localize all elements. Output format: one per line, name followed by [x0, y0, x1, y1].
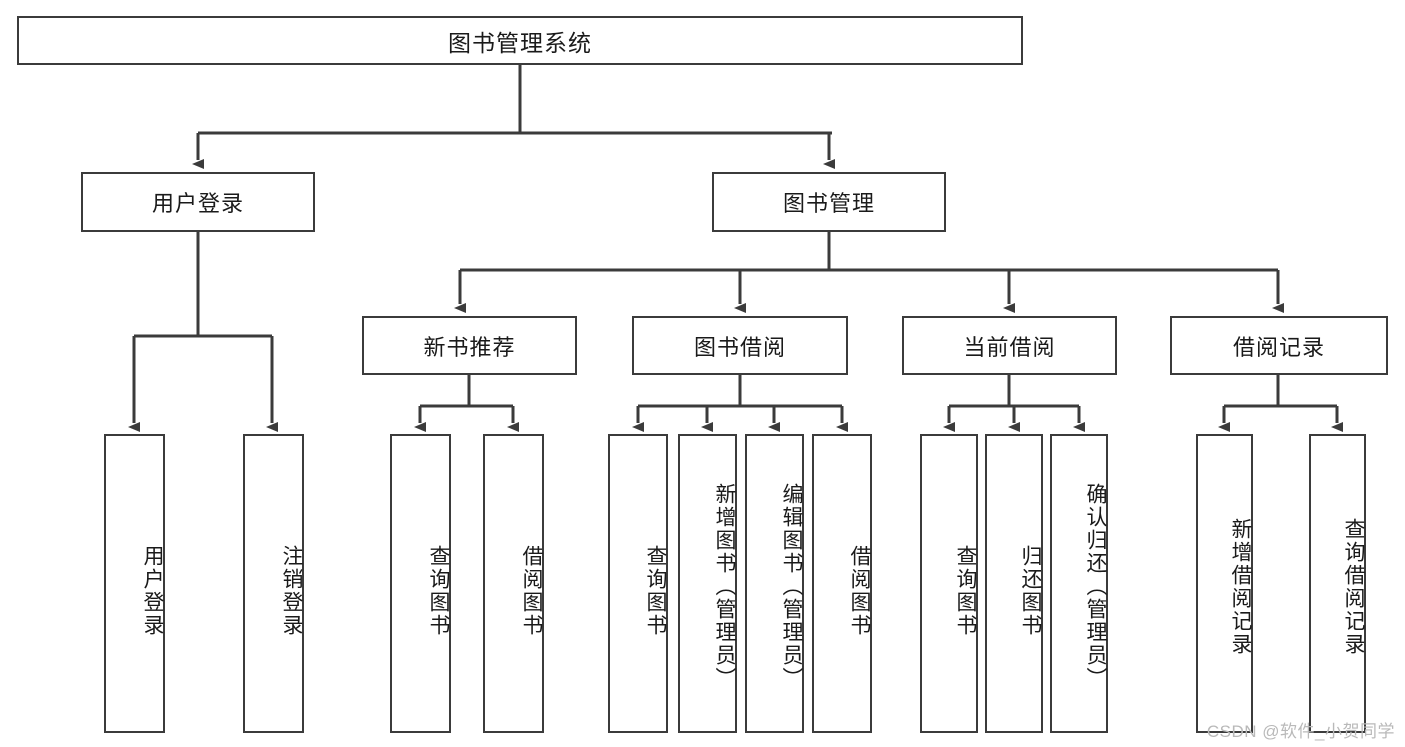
node-label: 借阅图书	[520, 544, 543, 637]
node-label: 编辑图书（管理员）	[780, 483, 803, 690]
node-current-borrow[interactable]: 当前借阅	[902, 316, 1117, 375]
node-book-borrow[interactable]: 图书借阅	[632, 316, 848, 375]
node-root[interactable]: 图书管理系统	[17, 16, 1023, 65]
node-user-login[interactable]: 用户登录	[81, 172, 315, 232]
node-label: 当前借阅	[963, 334, 1056, 360]
leaf-add-borrow-record[interactable]: 新增借阅记录	[1196, 434, 1253, 733]
leaf-query-book-borrow[interactable]: 查询图书	[608, 434, 668, 733]
watermark: CSDN @软件_小贺同学	[1206, 722, 1395, 741]
node-label: 图书管理	[782, 191, 875, 216]
leaf-borrow-book-newbook[interactable]: 借阅图书	[483, 434, 544, 733]
node-label: 归还图书	[1019, 544, 1042, 637]
leaf-user-login[interactable]: 用户登录	[104, 434, 165, 733]
leaf-query-book-newbook[interactable]: 查询图书	[390, 434, 451, 733]
node-label: 注销登录	[280, 544, 303, 637]
leaf-confirm-return-admin[interactable]: 确认归还（管理员）	[1050, 434, 1108, 733]
node-book-management[interactable]: 图书管理	[712, 172, 946, 232]
node-label: 新增图书（管理员）	[713, 483, 736, 690]
leaf-query-borrow-record[interactable]: 查询借阅记录	[1309, 434, 1366, 733]
leaf-edit-book-admin[interactable]: 编辑图书（管理员）	[745, 434, 804, 733]
node-label: 查询图书	[644, 544, 667, 637]
node-label: 用户登录	[151, 191, 244, 216]
node-label: 查询图书	[954, 544, 977, 637]
node-label: 查询借阅记录	[1342, 517, 1365, 656]
node-label: 借阅记录	[1232, 334, 1325, 360]
node-label: 用户登录	[141, 544, 164, 637]
node-borrow-record[interactable]: 借阅记录	[1170, 316, 1388, 375]
node-label: 确认归还（管理员）	[1084, 483, 1107, 690]
leaf-query-book-current[interactable]: 查询图书	[920, 434, 978, 733]
leaf-add-book-admin[interactable]: 新增图书（管理员）	[678, 434, 737, 733]
leaf-borrow-book-borrow[interactable]: 借阅图书	[812, 434, 872, 733]
node-label: 新增借阅记录	[1229, 517, 1252, 656]
node-label: 图书借阅	[693, 334, 786, 360]
node-label: 查询图书	[427, 544, 450, 637]
leaf-return-book[interactable]: 归还图书	[985, 434, 1043, 733]
node-label: 借阅图书	[848, 544, 871, 637]
node-new-book-recommend[interactable]: 新书推荐	[362, 316, 577, 375]
node-label: 图书管理系统	[448, 29, 592, 56]
leaf-logout[interactable]: 注销登录	[243, 434, 304, 733]
node-label: 新书推荐	[423, 334, 516, 360]
